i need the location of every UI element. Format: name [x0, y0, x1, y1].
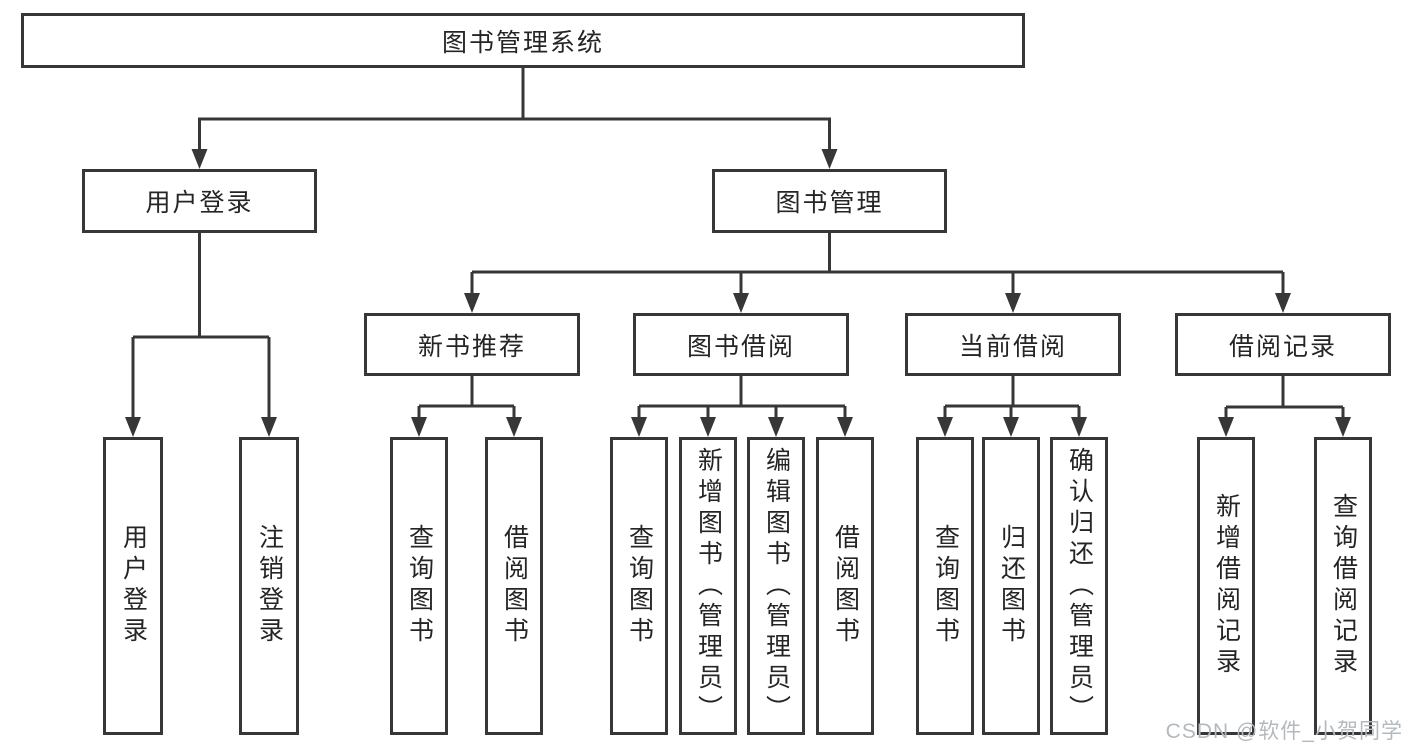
leaf-label: 用户登录 [119, 524, 148, 648]
leaf-label: 编辑图书（管理员） [762, 446, 791, 726]
node-root-library-system: 图书管理系统 [21, 13, 1025, 68]
leaf-label: 查询图书 [625, 524, 654, 648]
node-user-login: 用户登录 [82, 169, 317, 233]
connector-user-login-to-leaves [125, 233, 277, 437]
leaf-confirm-return-admin: 确认归还（管理员） [1050, 437, 1108, 735]
leaf-label: 查询图书 [405, 524, 434, 648]
connector-new-book-to-leaves [411, 376, 522, 437]
leaf-add-borrow-record: 新增借阅记录 [1197, 437, 1255, 735]
leaf-label: 新增借阅记录 [1212, 493, 1241, 679]
leaf-query-borrow-record: 查询借阅记录 [1314, 437, 1372, 735]
leaf-label: 查询借阅记录 [1329, 493, 1358, 679]
connector-root-to-level2 [191, 68, 838, 169]
node-label: 图书管理 [775, 189, 884, 217]
leaf-label: 确认归还（管理员） [1065, 446, 1094, 726]
leaf-label: 借阅图书 [500, 524, 529, 648]
node-label: 新书推荐 [417, 332, 526, 361]
leaf-return-books: 归还图书 [982, 437, 1040, 735]
leaf-query-books-current: 查询图书 [916, 437, 974, 735]
csdn-watermark: CSDN @软件_小贺同学 [1165, 720, 1403, 743]
node-label: 图书管理系统 [441, 28, 604, 57]
leaf-logout: 注销登录 [239, 437, 299, 735]
leaf-borrow-books-borrowing: 借阅图书 [816, 437, 874, 735]
node-book-borrowing: 图书借阅 [633, 313, 849, 376]
leaf-label: 借阅图书 [831, 524, 860, 648]
node-book-management: 图书管理 [712, 169, 947, 233]
leaf-label: 归还图书 [997, 524, 1026, 648]
node-borrowing-records: 借阅记录 [1175, 313, 1391, 376]
node-label: 当前借阅 [958, 332, 1067, 361]
connector-borrow-records-to-leaves [1218, 376, 1351, 437]
node-current-borrowing: 当前借阅 [905, 313, 1121, 376]
leaf-borrow-books-recommend: 借阅图书 [485, 437, 543, 735]
leaf-label: 查询图书 [931, 524, 960, 648]
node-label: 图书借阅 [686, 332, 795, 361]
leaf-label: 新增图书（管理员） [694, 446, 723, 726]
connector-book-borrowing-to-leaves [631, 376, 853, 437]
connector-book-management-to-level3 [464, 233, 1291, 313]
node-new-book-recommend: 新书推荐 [364, 313, 580, 376]
leaf-add-books-admin: 新增图书（管理员） [679, 437, 737, 735]
leaf-user-login: 用户登录 [103, 437, 163, 735]
leaf-label: 注销登录 [255, 524, 284, 648]
leaf-query-books-recommend: 查询图书 [390, 437, 448, 735]
leaf-edit-books-admin: 编辑图书（管理员） [747, 437, 805, 735]
node-label: 借阅记录 [1228, 332, 1337, 361]
leaf-query-books-borrowing: 查询图书 [610, 437, 668, 735]
connector-current-borrowing-to-leaves [937, 376, 1087, 437]
node-label: 用户登录 [145, 189, 254, 217]
